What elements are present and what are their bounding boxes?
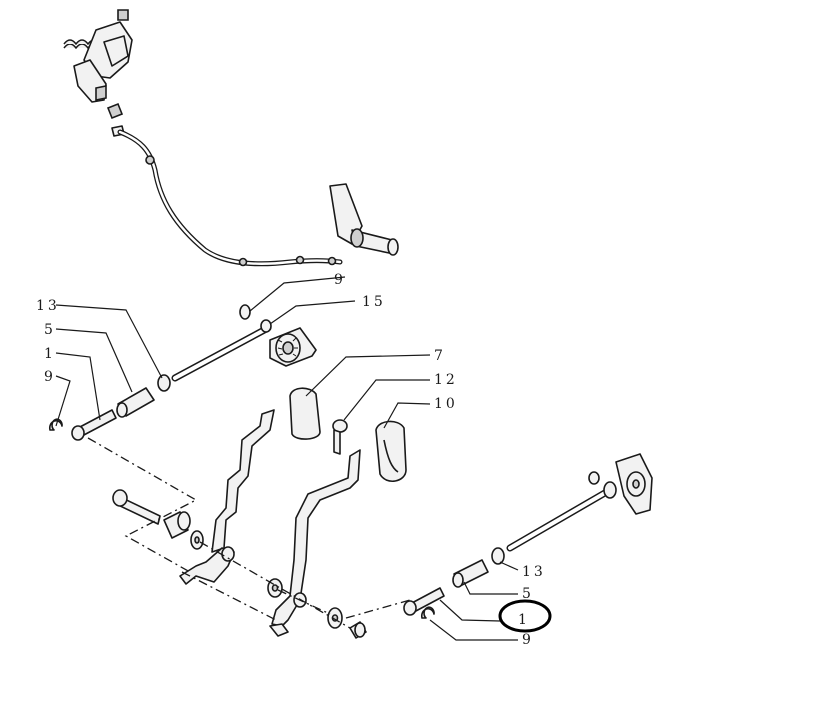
washer-9-top	[239, 304, 251, 320]
callout-12: 12	[434, 372, 458, 388]
cable-clip	[106, 102, 124, 120]
callout-9-right: 9	[522, 632, 534, 648]
highlight-ellipse	[498, 599, 552, 633]
bolt-12	[332, 419, 348, 455]
cable-assembly	[63, 9, 399, 267]
washer-15	[260, 319, 272, 333]
assembly-centerlines	[87, 437, 411, 629]
right-rod-assembly	[403, 453, 653, 619]
callout-13-left: 13	[36, 298, 60, 314]
callout-7: 7	[434, 348, 446, 364]
callout-5-right: 5	[522, 586, 534, 602]
collar-13-right	[491, 547, 505, 565]
right-gear-bracket	[588, 453, 653, 515]
callout-13-right: 13	[522, 564, 546, 580]
callout-labels: 9 15 13 5 1 9 7 12 10 13 5 1 9	[36, 272, 546, 648]
callout-5-left: 5	[44, 322, 56, 338]
left-rod-assembly	[48, 304, 317, 441]
pedal-assembly	[112, 387, 407, 639]
clip-9-left	[48, 418, 63, 431]
callout-9-left: 9	[44, 369, 56, 385]
pedal-pad-10	[375, 420, 407, 482]
gear-bracket	[269, 327, 317, 367]
callout-9-top: 9	[334, 272, 346, 288]
right-pedal-arm	[271, 449, 361, 627]
callout-10: 10	[434, 396, 458, 412]
left-pedal-arm	[211, 409, 275, 553]
control-cable	[117, 129, 343, 267]
callout-15: 15	[362, 294, 386, 310]
leader-lines	[55, 276, 519, 641]
collar-13-left	[157, 374, 171, 392]
callout-1-right: 1	[518, 612, 530, 628]
pedal-pad-7	[289, 387, 321, 440]
clip-9-right	[420, 606, 435, 619]
callout-1-left: 1	[44, 346, 56, 362]
